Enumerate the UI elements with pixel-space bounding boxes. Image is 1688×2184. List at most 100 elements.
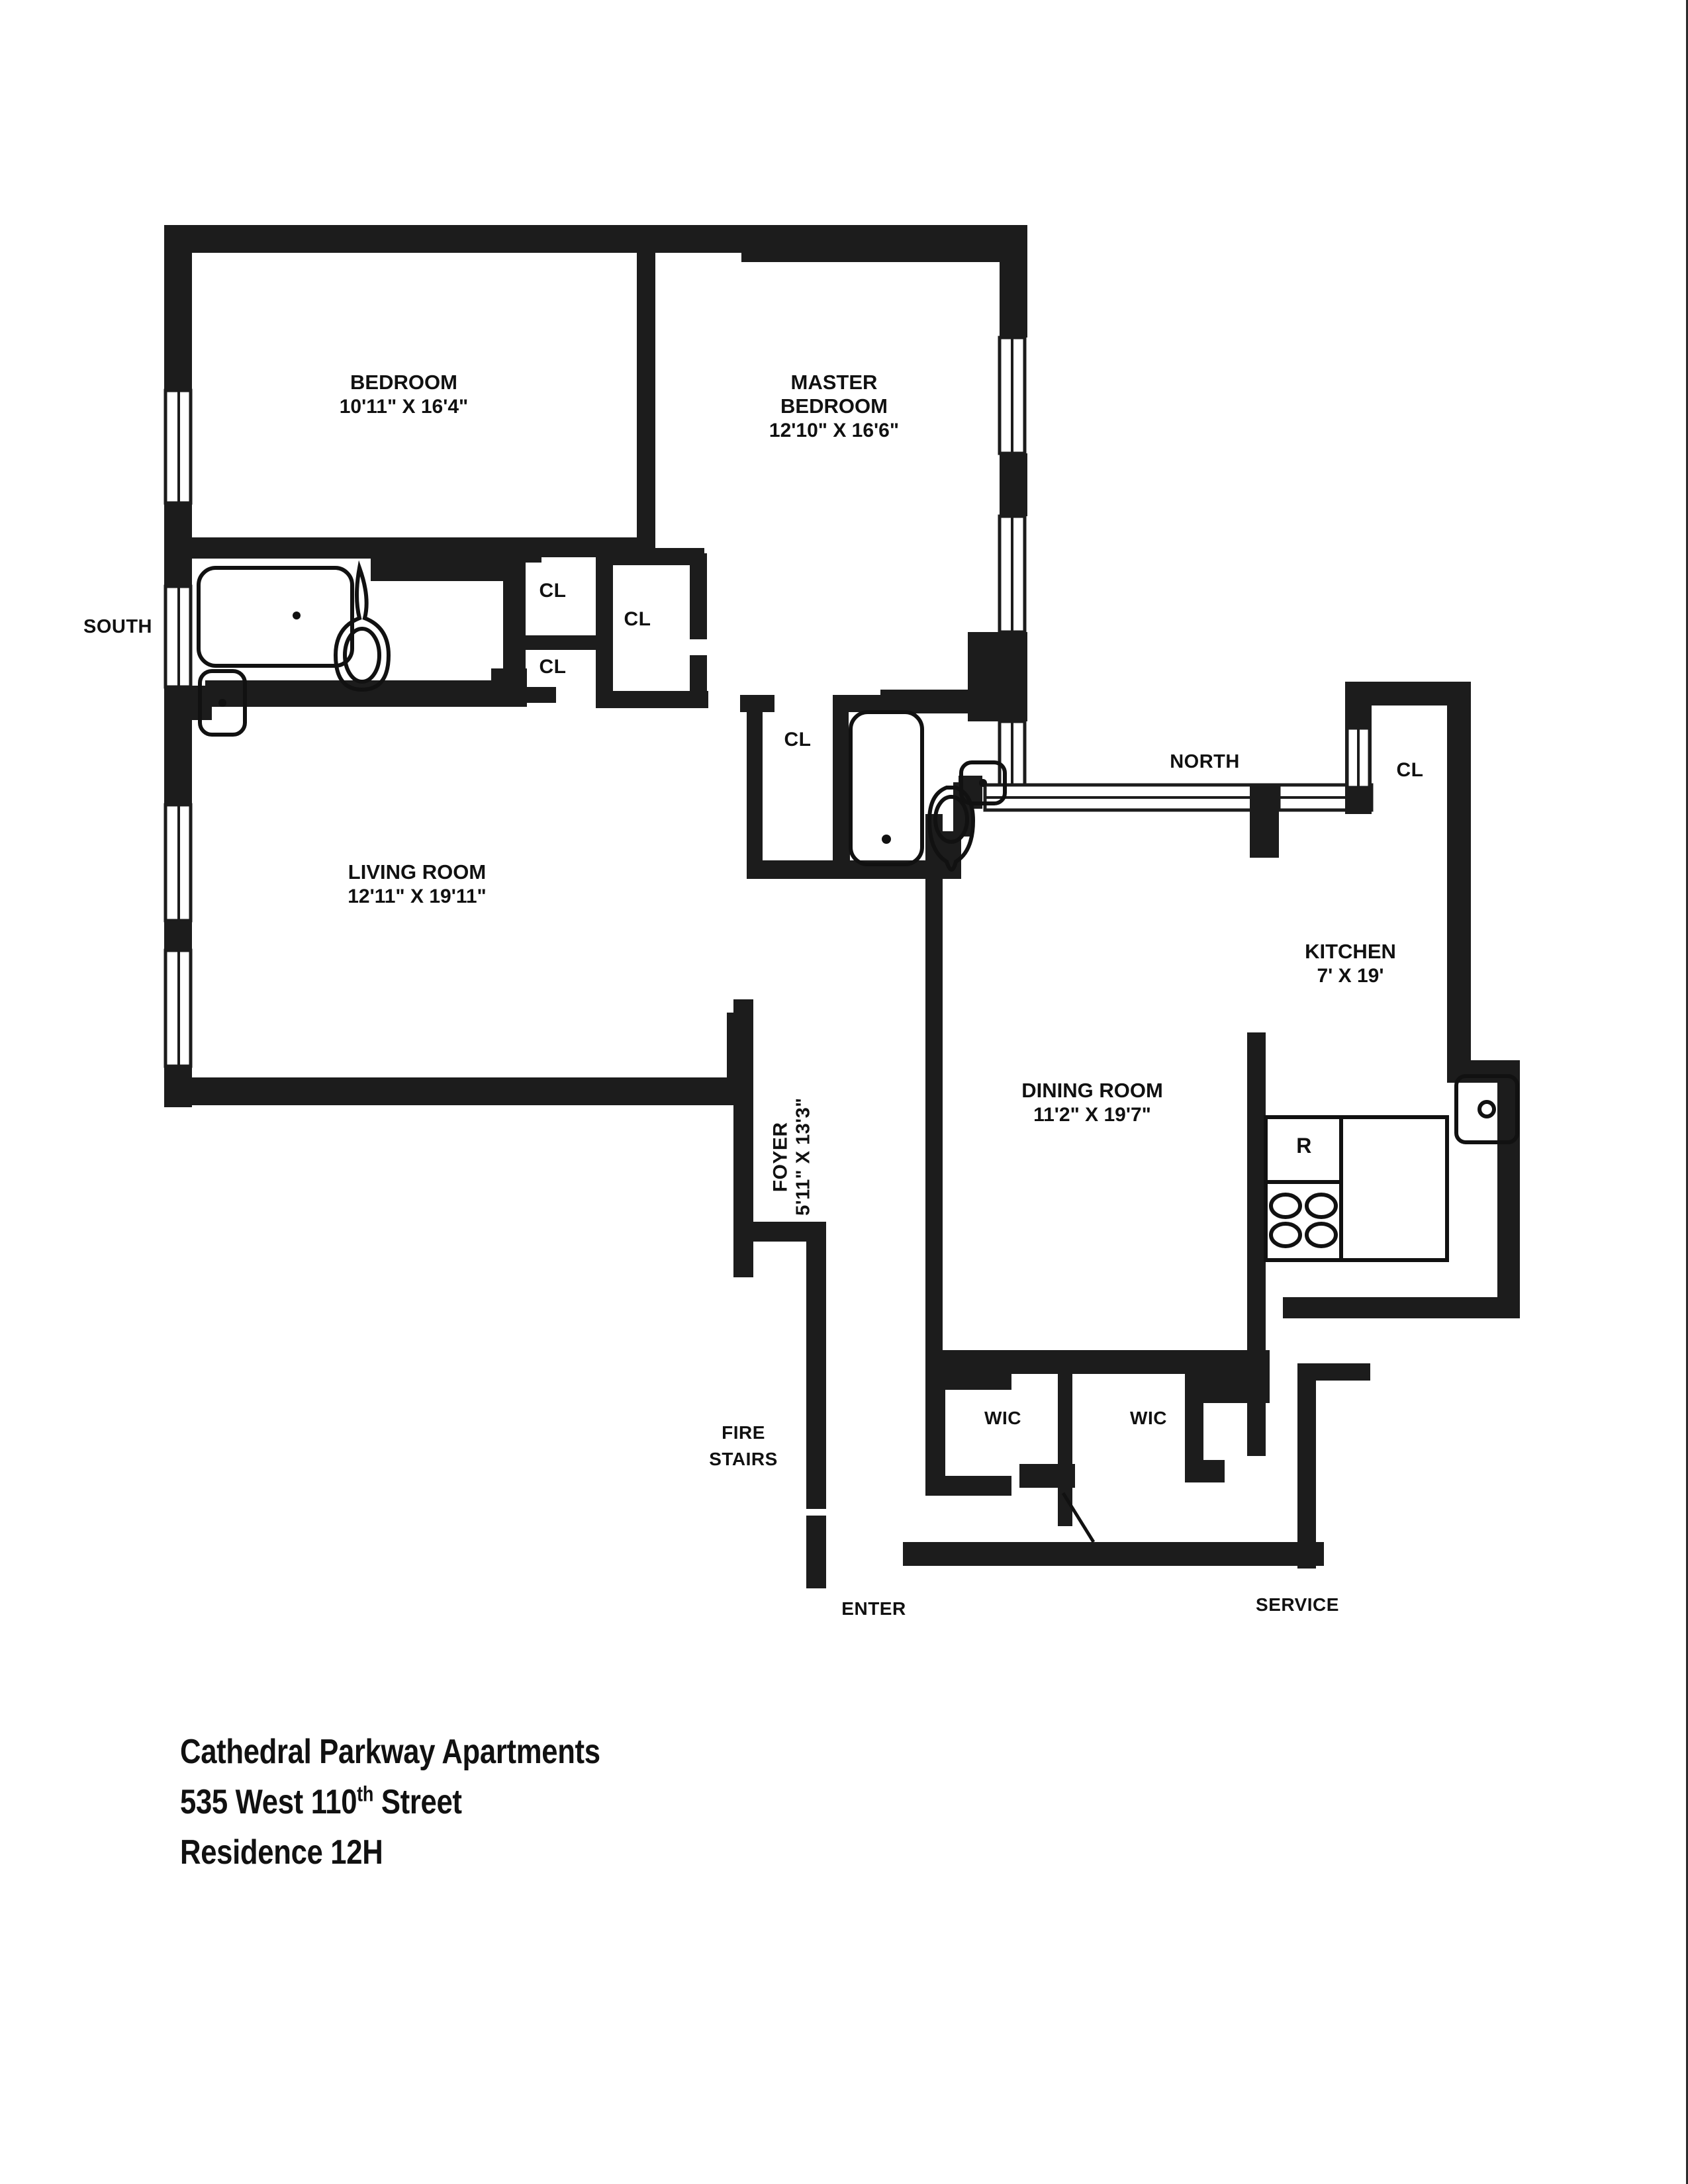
room-foyer-name: FOYER (769, 1122, 792, 1193)
room-kitchen-dim: 7' X 19' (1317, 965, 1384, 987)
wall-wic-divider-foot (1019, 1464, 1075, 1488)
window-mullion-3 (177, 806, 180, 919)
title-address: 535 West 110th Street (180, 1778, 959, 1828)
window-mullion-north-2 (1280, 796, 1370, 799)
closet-label-bedroom-upper: CL (539, 580, 567, 602)
closet-label-kitchen: CL (1396, 759, 1424, 781)
window-mullion-kitchen (1357, 729, 1360, 786)
bathtub-2 (849, 710, 924, 866)
title-address-suffix: Street (373, 1782, 462, 1821)
wall-cl-b-bottom (596, 691, 708, 708)
room-dining-room: DINING ROOM 11'2" X 19'7" (953, 1079, 1231, 1126)
wall-bath-left-return (164, 686, 212, 720)
wall-wic-divider (1058, 1363, 1072, 1496)
wall-firestairs-stub-a (806, 1456, 826, 1509)
door-swings-group (1061, 1492, 1096, 1543)
fire-stairs-line2: STAIRS (709, 1449, 778, 1470)
window-mullion-1 (177, 392, 180, 502)
room-master-bedroom: MASTER BEDROOM 12'10" X 16'6" (662, 371, 1006, 442)
wall-cl-mid-divider (503, 635, 602, 650)
lavatory-2-drain (979, 779, 987, 787)
room-living-room-name: LIVING ROOM (348, 860, 487, 884)
window-mullion-6 (1011, 518, 1013, 631)
room-foyer-dim: 5'11" X 13'3" (792, 1097, 814, 1216)
wall-bath2-bottom (747, 860, 959, 879)
kitchen-counter (1339, 1115, 1449, 1262)
compass-north-label: NORTH (1170, 751, 1240, 772)
lavatory-1-drain (218, 699, 226, 707)
room-kitchen-name: KITCHEN (1305, 940, 1396, 963)
bathtub-1-drain (293, 612, 301, 619)
wall-cl-b-top (598, 548, 704, 565)
room-master-bedroom-name-line1: MASTER (790, 371, 878, 394)
wall-service-top (1297, 1363, 1370, 1381)
title-address-ordinal: th (357, 1782, 374, 1806)
wall-hall-pier (1250, 785, 1279, 858)
burner-2 (1305, 1193, 1338, 1219)
room-dining-room-name: DINING ROOM (1021, 1079, 1163, 1102)
wall-bath2-left (747, 695, 763, 867)
room-master-bedroom-name-line2: BEDROOM (780, 394, 888, 418)
wall-master-right-a (1000, 225, 1027, 338)
wall-exterior-left-b (164, 502, 192, 586)
burner-1 (1269, 1193, 1302, 1219)
wall-exterior-left-a (164, 225, 192, 390)
closet-label-master-side: CL (624, 608, 651, 630)
wall-exterior-left-d (164, 921, 192, 950)
enter-label: ENTER (841, 1598, 906, 1619)
wall-kitchen-bottom (1283, 1297, 1520, 1318)
wall-cl-left (503, 548, 519, 687)
room-living-room: LIVING ROOM 12'11" X 19'11" (232, 860, 602, 908)
window-mullion-north (986, 796, 1341, 799)
toilet-1-bowl (343, 627, 381, 684)
wall-exterior-top-right (741, 225, 1025, 262)
wall-bedroom-bottom-b (371, 537, 510, 581)
wall-foyer-left-b (806, 1222, 826, 1500)
burner-3 (1269, 1222, 1302, 1248)
compass-south-label: SOUTH (83, 616, 152, 637)
wall-living-bottom (164, 1077, 747, 1105)
lavatory-2 (959, 760, 1007, 805)
window-mullion-2 (177, 588, 180, 686)
wall-entry-bottom (903, 1542, 1324, 1566)
fixtures-group (197, 560, 1519, 1262)
wall-wic-left-bottom (925, 1476, 1011, 1496)
lavatory-1 (198, 669, 247, 737)
entry-door-leaf (1061, 1492, 1096, 1543)
wall-service-vertical (1297, 1363, 1316, 1569)
kitchen-sink (1454, 1074, 1519, 1144)
page-edge-line (1686, 0, 1688, 2184)
bathtub-2-drain (882, 835, 891, 844)
wic-label-right: WIC (1130, 1408, 1167, 1428)
walls-group (164, 225, 1520, 1588)
window-mullion-4 (177, 952, 180, 1065)
room-master-bedroom-dim: 12'10" X 16'6" (769, 420, 900, 441)
wall-wic-right-foot (1185, 1460, 1225, 1482)
fire-stairs-label: FIRE STAIRS (667, 1422, 820, 1471)
wall-bath2-top (833, 695, 952, 712)
toilet-2 (927, 786, 976, 872)
wall-wic-right-top (1185, 1350, 1270, 1403)
wall-wic-divider-stub (1058, 1486, 1072, 1526)
title-residence: Residence 12H (180, 1833, 383, 1872)
room-living-room-dim: 12'11" X 19'11" (348, 886, 487, 907)
wall-kitchen-right-b (1447, 827, 1471, 1072)
wall-kitchen-dining-divider (1247, 1032, 1266, 1300)
wall-cl-a-bottom (503, 687, 556, 703)
closet-label-bedroom-lower: CL (539, 656, 567, 678)
kitchen-sink-drain (1477, 1100, 1496, 1118)
wall-cl-center-divider (596, 548, 613, 707)
refrigerator-label: R (1296, 1134, 1312, 1158)
window-mullion-7 (1011, 723, 1013, 786)
title-block: Cathedral Parkway Apartments 535 West 11… (180, 1727, 1107, 1878)
closet-label-bath2: CL (784, 729, 812, 751)
wall-bath1-bottom (205, 680, 516, 707)
room-bedroom-name: BEDROOM (350, 371, 457, 394)
room-foyer: FOYER 5'11" X 13'3" (761, 1019, 814, 1297)
room-kitchen: KITCHEN 7' X 19' (1244, 940, 1456, 987)
toilet-2-bowl (933, 795, 969, 844)
service-label: SERVICE (1256, 1594, 1339, 1615)
toilet-1 (333, 560, 391, 692)
wall-bedroom-master-divider (637, 253, 655, 537)
